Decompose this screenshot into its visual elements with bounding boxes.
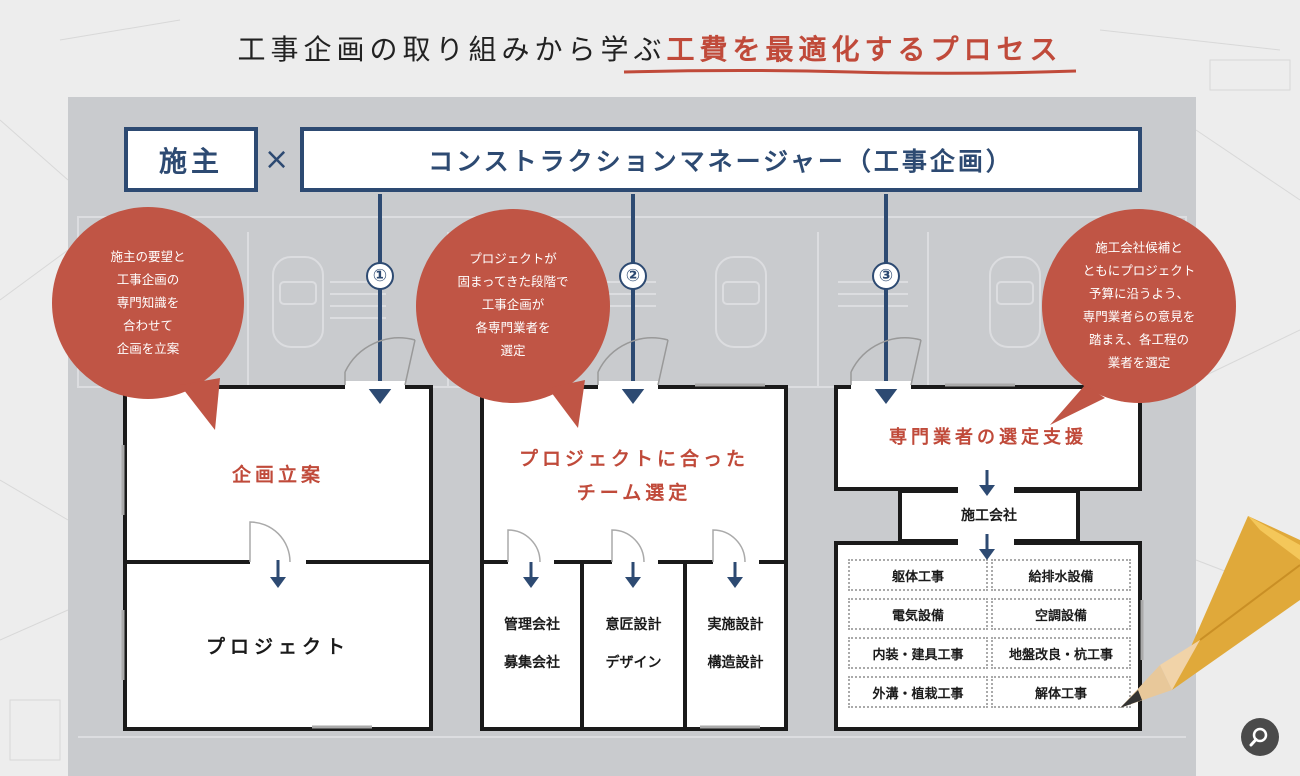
team-selection-label-line2: チーム選定 — [576, 482, 692, 504]
bubble-1-line: 合わせて — [122, 318, 173, 333]
general-contractor-label: 施工会社 — [961, 508, 1017, 524]
owner-box: 施主 — [124, 127, 258, 192]
bubble-2-line: 各専門業者を — [475, 320, 551, 335]
bubble-3-line: 施工会社候補と — [1095, 240, 1183, 255]
step-2-marker: ② — [619, 262, 647, 290]
trade-cell: 電気設備 — [848, 598, 988, 630]
top-doors — [345, 381, 911, 389]
sub-room-3-line1: 実施設計 — [707, 617, 764, 633]
bubble-3-line: 踏まえ、各工程の — [1088, 332, 1189, 347]
trade-cell: 内装・建具工事 — [848, 637, 988, 669]
interior-door-arcs — [249, 521, 746, 563]
interior-arrowheads — [270, 485, 995, 588]
bubble-3-shape — [1042, 209, 1236, 403]
room-trades — [834, 541, 1142, 731]
bubble-1-text: 施主の要望と 工事企画の 専門知識を 合わせて 企画を立案 — [58, 245, 238, 360]
sub-room-3-label: 実施設計 構造設計 — [687, 606, 784, 682]
step-3-marker: ③ — [872, 262, 900, 290]
trade-cell: 空調設備 — [991, 598, 1131, 630]
page-title: 工事企画の取り組みから学ぶ工費を最適化するプロセス — [0, 28, 1300, 68]
title-accent: 工費を最適化するプロセス — [666, 33, 1063, 66]
trade-cell: 躯体工事 — [848, 559, 988, 591]
bubble-2-line: 選定 — [500, 343, 526, 358]
bubble-3-line: 予算に沿うよう、 — [1088, 286, 1189, 301]
bubble-3-line: ともにプロジェクト — [1082, 263, 1196, 278]
bubble-3-line: 専門業者らの意見を — [1082, 309, 1196, 324]
trade-cell: 地盤改良・杭工事 — [991, 637, 1131, 669]
bubble-2-text: プロジェクトが 固まってきた段階で 工事企画が 各専門業者を 選定 — [423, 247, 603, 362]
bubble-1-shape — [52, 207, 244, 399]
sub-room-3-line2: 構造設計 — [707, 655, 764, 671]
bubble-2-line: 工事企画が — [481, 297, 545, 312]
bubble-3-text: 施工会社候補と ともにプロジェクト 予算に沿うよう、 専門業者らの意見を 踏まえ… — [1049, 236, 1229, 374]
vertical-connectors — [378, 194, 888, 392]
construction-manager-box: コンストラクションマネージャー（工事企画） — [300, 127, 1142, 192]
top-door-arcs — [344, 337, 922, 386]
connector-arrowheads — [368, 388, 898, 404]
bubble-3-line: 業者を選定 — [1107, 355, 1171, 370]
project-label: プロジェクト — [205, 636, 350, 658]
team-selection-label-line1: プロジェクトに合った — [518, 448, 749, 470]
bubble-1-line: 工事企画の — [116, 272, 180, 287]
bubble-1-tail — [180, 378, 220, 430]
step-1-marker: ① — [366, 262, 394, 290]
zoom-button[interactable] — [1241, 718, 1279, 756]
trade-cell: 外溝・植栽工事 — [848, 676, 988, 708]
bubble-3-tail — [1050, 385, 1105, 425]
room-wall-2a — [580, 564, 584, 727]
sub-room-1-line1: 管理会社 — [504, 617, 560, 633]
title-underline — [623, 69, 1077, 75]
sub-room-2-line2: デザイン — [605, 655, 662, 671]
title-prefix: 工事企画の取り組みから学ぶ — [237, 33, 667, 66]
room-wall-2b — [683, 564, 687, 727]
bubble-1-line: 企画を立案 — [116, 341, 180, 356]
bubble-1-line: 施主の要望と — [110, 249, 186, 264]
bubble-2-tail — [548, 380, 585, 428]
window-marks — [121, 383, 1144, 729]
bubble-2-line: プロジェクトが — [469, 251, 557, 266]
zoom-search-icon — [1249, 727, 1268, 747]
sub-room-2-line1: 意匠設計 — [605, 617, 662, 633]
trade-cell: 給排水設備 — [991, 559, 1131, 591]
construction-manager-label: コンストラクションマネージャー（工事企画） — [428, 146, 1014, 176]
bubble-2-line: 固まってきた段階で — [457, 274, 569, 289]
owner-label: 施主 — [158, 144, 223, 178]
specialist-support-label: 専門業者の選定支援 — [889, 427, 1087, 448]
bubble-2-shape — [416, 209, 610, 403]
room-planning-label: 企画立案 — [231, 464, 324, 486]
trade-cell: 解体工事 — [991, 676, 1131, 708]
sub-room-2-label: 意匠設計 デザイン — [584, 606, 683, 682]
sub-room-1-line2: 募集会社 — [504, 655, 560, 671]
bubble-1-line: 専門知識を — [116, 295, 180, 310]
sub-room-1-label: 管理会社 募集会社 — [484, 606, 580, 682]
cross-sign: × — [264, 142, 290, 177]
